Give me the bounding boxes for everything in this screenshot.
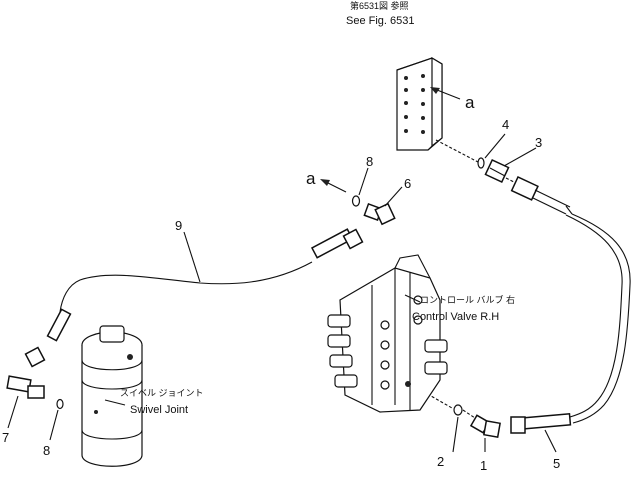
control-valve-en: Control Valve R.H xyxy=(412,311,499,323)
elbow-fitting-1 xyxy=(469,414,501,438)
part-number-5: 5 xyxy=(553,456,560,471)
control-valve-jp: コントロール バルブ 右 xyxy=(420,294,515,305)
hose-9 xyxy=(24,228,364,368)
part-number-6: 6 xyxy=(404,176,411,191)
o-ring-4 xyxy=(477,157,485,169)
part-number-7: 7 xyxy=(2,430,9,445)
manifold-block xyxy=(396,56,443,151)
control-valve xyxy=(327,254,448,413)
swivel-joint xyxy=(81,325,143,467)
swivel-joint-en: Swivel Joint xyxy=(130,404,188,416)
fig-ref-jp: 第6531図 参照 xyxy=(350,0,409,11)
part-number-8-lower: 8 xyxy=(43,443,50,458)
o-ring-8-lower xyxy=(56,398,64,410)
hose-5 xyxy=(510,176,631,434)
control-valve-leader xyxy=(404,294,421,303)
part-number-2: 2 xyxy=(437,454,444,469)
part-number-9: 9 xyxy=(175,218,182,233)
o-ring-8-upper xyxy=(351,195,361,207)
part-number-1: 1 xyxy=(480,458,487,473)
swivel-joint-jp: スイベル ジョイント xyxy=(120,388,204,398)
part-number-4: 4 xyxy=(502,117,509,132)
part-number-3: 3 xyxy=(535,135,542,150)
elbow-fitting-6 xyxy=(363,202,396,226)
ref-a-left: a xyxy=(306,169,316,188)
elbow-fitting-3 xyxy=(484,158,510,184)
elbow-fitting-7 xyxy=(6,375,45,399)
swivel-joint-leader xyxy=(104,399,126,406)
fig-ref-en: See Fig. 6531 xyxy=(346,15,415,27)
ref-a-upper: a xyxy=(465,93,475,112)
o-ring-2 xyxy=(453,404,463,416)
part-number-8-upper: 8 xyxy=(366,154,373,169)
